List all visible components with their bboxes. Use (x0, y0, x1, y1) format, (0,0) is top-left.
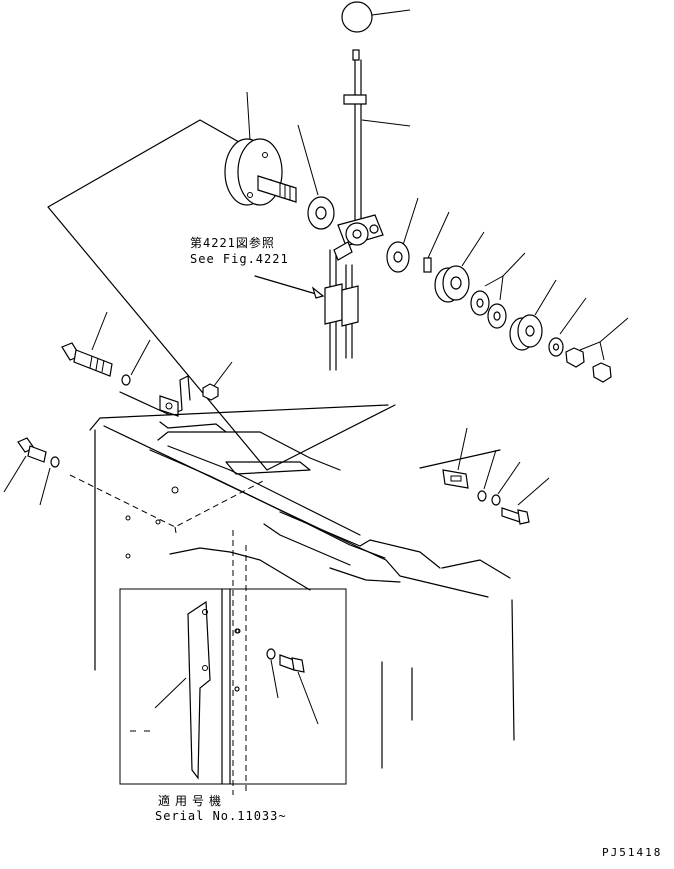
figure-reference-en: See Fig.4221 (190, 252, 289, 266)
pivot-bolt (61, 311, 113, 377)
nut-small (202, 361, 233, 401)
flange-shaft (224, 91, 297, 206)
cover-bolt (3, 437, 47, 493)
nuts (565, 317, 629, 383)
shift-lever (337, 49, 411, 247)
washer-r1 (386, 197, 419, 273)
serial-applicability-jp: 適用号機 (158, 794, 227, 808)
serial-applicability-en: Serial No.11033~ (155, 809, 287, 823)
detail-inset (119, 588, 347, 785)
key (423, 211, 450, 273)
linkage-rods (254, 241, 359, 371)
guide-plate (442, 427, 469, 489)
floor-cover (69, 404, 515, 795)
lever-knob (341, 1, 411, 33)
washer-small-1 (121, 339, 151, 386)
bush-2 (509, 279, 557, 351)
washers-right (477, 449, 521, 506)
bush-1 (434, 231, 485, 303)
washer-small-2 (39, 456, 60, 506)
washer-pair (470, 252, 526, 329)
washer-r2 (548, 297, 587, 357)
washer-left (297, 124, 335, 230)
bracket (119, 375, 191, 417)
bolt-right (501, 477, 550, 525)
figure-reference-jp: 第4221図参照 (190, 236, 275, 250)
drawing-code: PJ51418 (602, 846, 663, 859)
